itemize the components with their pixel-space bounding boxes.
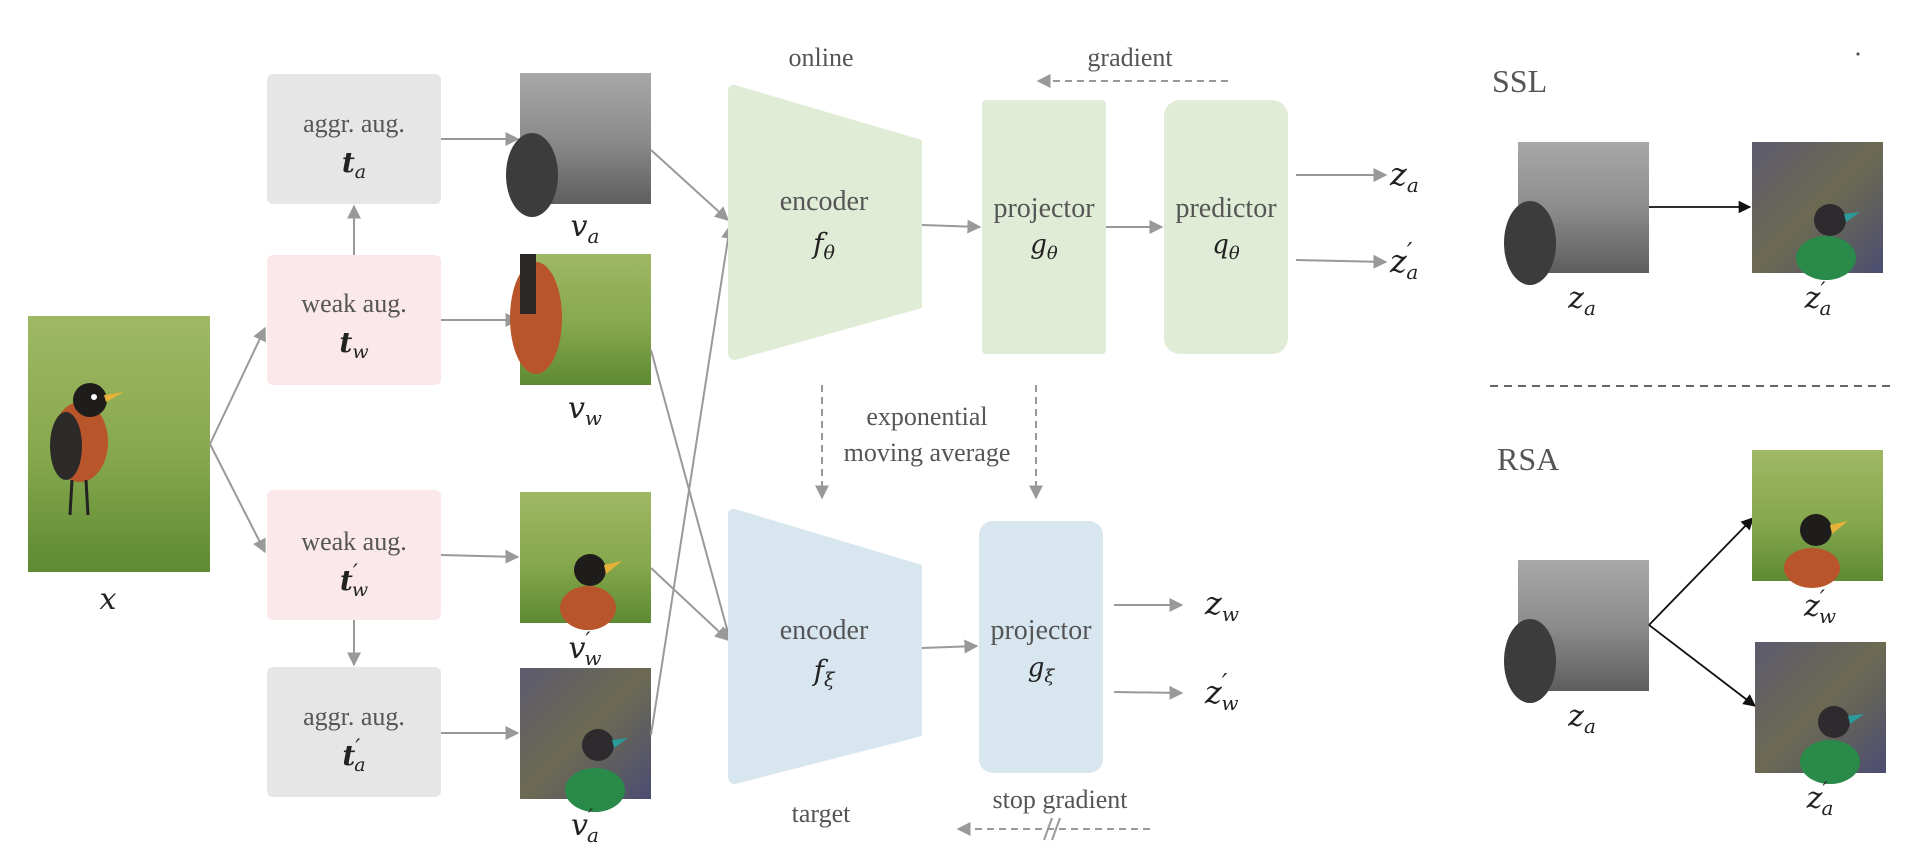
arrow-online-encoder-to-projector (921, 219, 982, 234)
arrow-to-zw-prime (1113, 685, 1184, 700)
target-projector: projector gξ (979, 521, 1103, 773)
target-title: target (792, 799, 851, 828)
online-predictor-symbol: qθ (1212, 230, 1240, 264)
weak-aug-label-top: weak aug. (301, 289, 406, 318)
target-output-zw: zw (1204, 584, 1239, 626)
rsa-top-label: z′w (1803, 587, 1836, 628)
rsa-bottom-label: z′a (1806, 779, 1834, 820)
arrow-va2-to-online-encoder (650, 224, 735, 736)
arrow-vw-to-target-encoder (650, 349, 734, 642)
rsa-bottom-image (1755, 642, 1886, 784)
ssl-left-image (1504, 142, 1649, 285)
online-output-za: za (1389, 155, 1419, 197)
ema-label-line1: exponential (866, 402, 987, 431)
stop-gradient-label: stop gradient (992, 785, 1128, 814)
view-va-image (506, 73, 651, 217)
online-output-za-prime: z′a (1389, 238, 1418, 284)
online-predictor-label: predictor (1175, 193, 1277, 224)
rsa-top-image (1752, 450, 1883, 588)
arrow-vw2-to-target-encoder (650, 567, 730, 641)
aggr-aug-box-bottom: aggr. aug. t′a (267, 667, 441, 797)
arrow-va-to-online-encoder (650, 149, 730, 221)
view-vw-label: vw (568, 391, 602, 430)
view-va2-label: v′a (571, 806, 599, 847)
view-vw-image (510, 254, 651, 385)
online-projector-label: projector (993, 193, 1095, 224)
rsa-arrow-down (1648, 624, 1757, 707)
view-va2-image (520, 668, 651, 812)
weak-aug-box-bottom: weak aug. t′w (267, 490, 441, 620)
target-encoder: encoder fξ (728, 508, 922, 784)
online-encoder-label: encoder (780, 186, 869, 217)
input-var: x (100, 582, 117, 617)
aggr-aug-label-top: aggr. aug. (303, 109, 405, 138)
online-projector: projector gθ (982, 100, 1106, 354)
aggr-aug-symbol-bottom: t′a (342, 736, 365, 776)
arrow-input-to-weak-top (209, 326, 266, 445)
view-vw2-image (520, 492, 651, 630)
arrow-target-encoder-to-projector (921, 639, 979, 654)
rsa-arrow-up (1648, 517, 1754, 626)
rsa-left-label: za (1567, 699, 1596, 738)
weak-aug-box-top: weak aug. tw (267, 255, 441, 385)
arrow-weak-bottom-to-vw2 (440, 549, 520, 564)
rsa-heading: RSA (1497, 441, 1559, 477)
aggr-aug-box-top: aggr. aug. ta (267, 74, 441, 204)
aggr-aug-label-bottom: aggr. aug. (303, 702, 405, 731)
weak-aug-symbol-top: tw (339, 326, 368, 363)
target-output-zw-prime: z′w (1204, 669, 1238, 715)
target-projector-symbol: gξ (1028, 653, 1056, 687)
weak-aug-symbol-bottom: t′w (340, 561, 368, 601)
stop-gradient-break-icon (1043, 817, 1061, 841)
ssl-heading: SSL (1492, 63, 1547, 99)
input-image (28, 316, 210, 572)
online-encoder: encoder fθ (728, 84, 922, 360)
online-predictor: predictor qθ (1164, 100, 1288, 354)
weak-aug-label-bottom: weak aug. (301, 527, 406, 556)
target-projector-label: projector (990, 615, 1092, 646)
aggr-aug-symbol-top: ta (342, 146, 366, 183)
ema-label-line2: moving average (844, 438, 1011, 467)
stray-dot (1856, 52, 1860, 56)
arrow-to-za-prime (1295, 254, 1388, 269)
target-encoder-label: encoder (780, 615, 869, 646)
online-projector-symbol: gθ (1030, 230, 1058, 264)
rsa-left-image (1504, 560, 1649, 703)
arrow-input-to-weak-bottom (209, 443, 266, 554)
online-title: online (789, 43, 854, 72)
ssl-right-label: z′a (1804, 279, 1832, 320)
view-va-label: va (571, 209, 600, 248)
ssl-right-image (1752, 142, 1883, 280)
gradient-label: gradient (1087, 43, 1173, 72)
ssl-left-label: za (1567, 281, 1596, 320)
view-vw2-label: v′w (568, 629, 601, 670)
